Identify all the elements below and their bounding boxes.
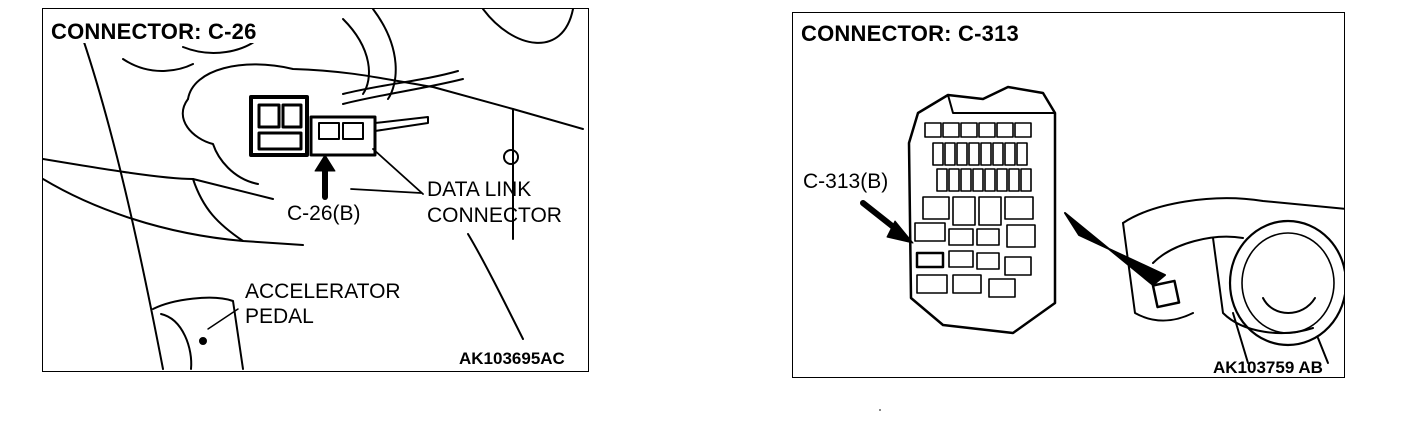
harness-wire-loop <box>482 9 574 44</box>
pedal-label-line2: PEDAL <box>245 305 314 328</box>
relay-box-top-edge <box>947 94 1056 114</box>
wire-top-left <box>122 58 194 72</box>
dash-fold-line <box>192 178 304 246</box>
connector-c26-pin-c <box>257 131 303 151</box>
diagram-panel-c313: CONNECTOR: C-313 C-313(B) AK103759 AB <box>792 12 1345 378</box>
panel-title: CONNECTOR: C-313 <box>801 23 1025 45</box>
data-link-label-line1: DATA LINK <box>427 178 532 201</box>
dash-lower-edge <box>1232 312 1249 364</box>
dash-panel-line <box>43 178 244 242</box>
steering-column <box>1317 337 1329 364</box>
c313-location-marker <box>1151 279 1181 309</box>
pedal-pivot-dot <box>199 337 207 345</box>
connector-callout-label: C-26(B) <box>287 202 361 225</box>
dashboard-inner-line <box>1152 235 1244 264</box>
mounting-bolt <box>503 149 519 165</box>
dashboard-left-panel <box>1122 222 1194 322</box>
accelerator-pedal-outline <box>152 296 244 370</box>
harness-wire-3 <box>342 78 464 105</box>
dash-edge-line <box>82 38 164 370</box>
housing-upper-outline <box>187 63 584 130</box>
data-link-tab <box>374 116 429 132</box>
steering-hub <box>1262 297 1316 314</box>
diagram-panel-c26: CONNECTOR: C-26 C-26(B) DATA LINK CONNEC… <box>42 8 589 372</box>
data-link-pin-b <box>342 122 364 140</box>
dash-lower-line <box>43 158 274 200</box>
figure-code: AK103759 AB <box>1213 358 1323 377</box>
data-link-label-line2: CONNECTOR <box>427 204 562 227</box>
dashboard-cluster-line <box>1212 237 1314 334</box>
connector-c26-pin-a <box>257 103 281 129</box>
accelerator-pedal-arm <box>160 313 193 370</box>
arrow-head-c313 <box>886 220 914 244</box>
location-pointer-wedge <box>1064 212 1166 286</box>
housing-left-outline <box>181 98 259 185</box>
leader-line-data-link-2 <box>350 188 422 194</box>
bracket-lower <box>467 233 524 340</box>
steering-wheel-outer <box>1228 219 1344 347</box>
panel-title: CONNECTOR: C-26 <box>51 21 263 43</box>
connector-callout-label: C-313(B) <box>803 170 889 193</box>
stray-mark <box>879 409 881 411</box>
harness-wire-4 <box>342 70 459 95</box>
c26-location-illustration <box>43 9 584 370</box>
figure-code: AK103695AC <box>459 349 565 368</box>
leader-line-data-link <box>372 148 424 195</box>
fuse-grid <box>914 122 1036 298</box>
arrow-head-c26 <box>314 154 336 172</box>
connector-c26-pin-b <box>281 103 303 129</box>
dashboard-top-line <box>1122 197 1344 224</box>
pedal-label-line1: ACCELERATOR <box>245 280 401 303</box>
harness-wire-1 <box>342 18 370 95</box>
steering-wheel-inner <box>1241 232 1335 334</box>
data-link-pin-a <box>318 122 340 140</box>
c313-location-illustration <box>860 85 1344 364</box>
leader-line-pedal <box>207 308 239 330</box>
